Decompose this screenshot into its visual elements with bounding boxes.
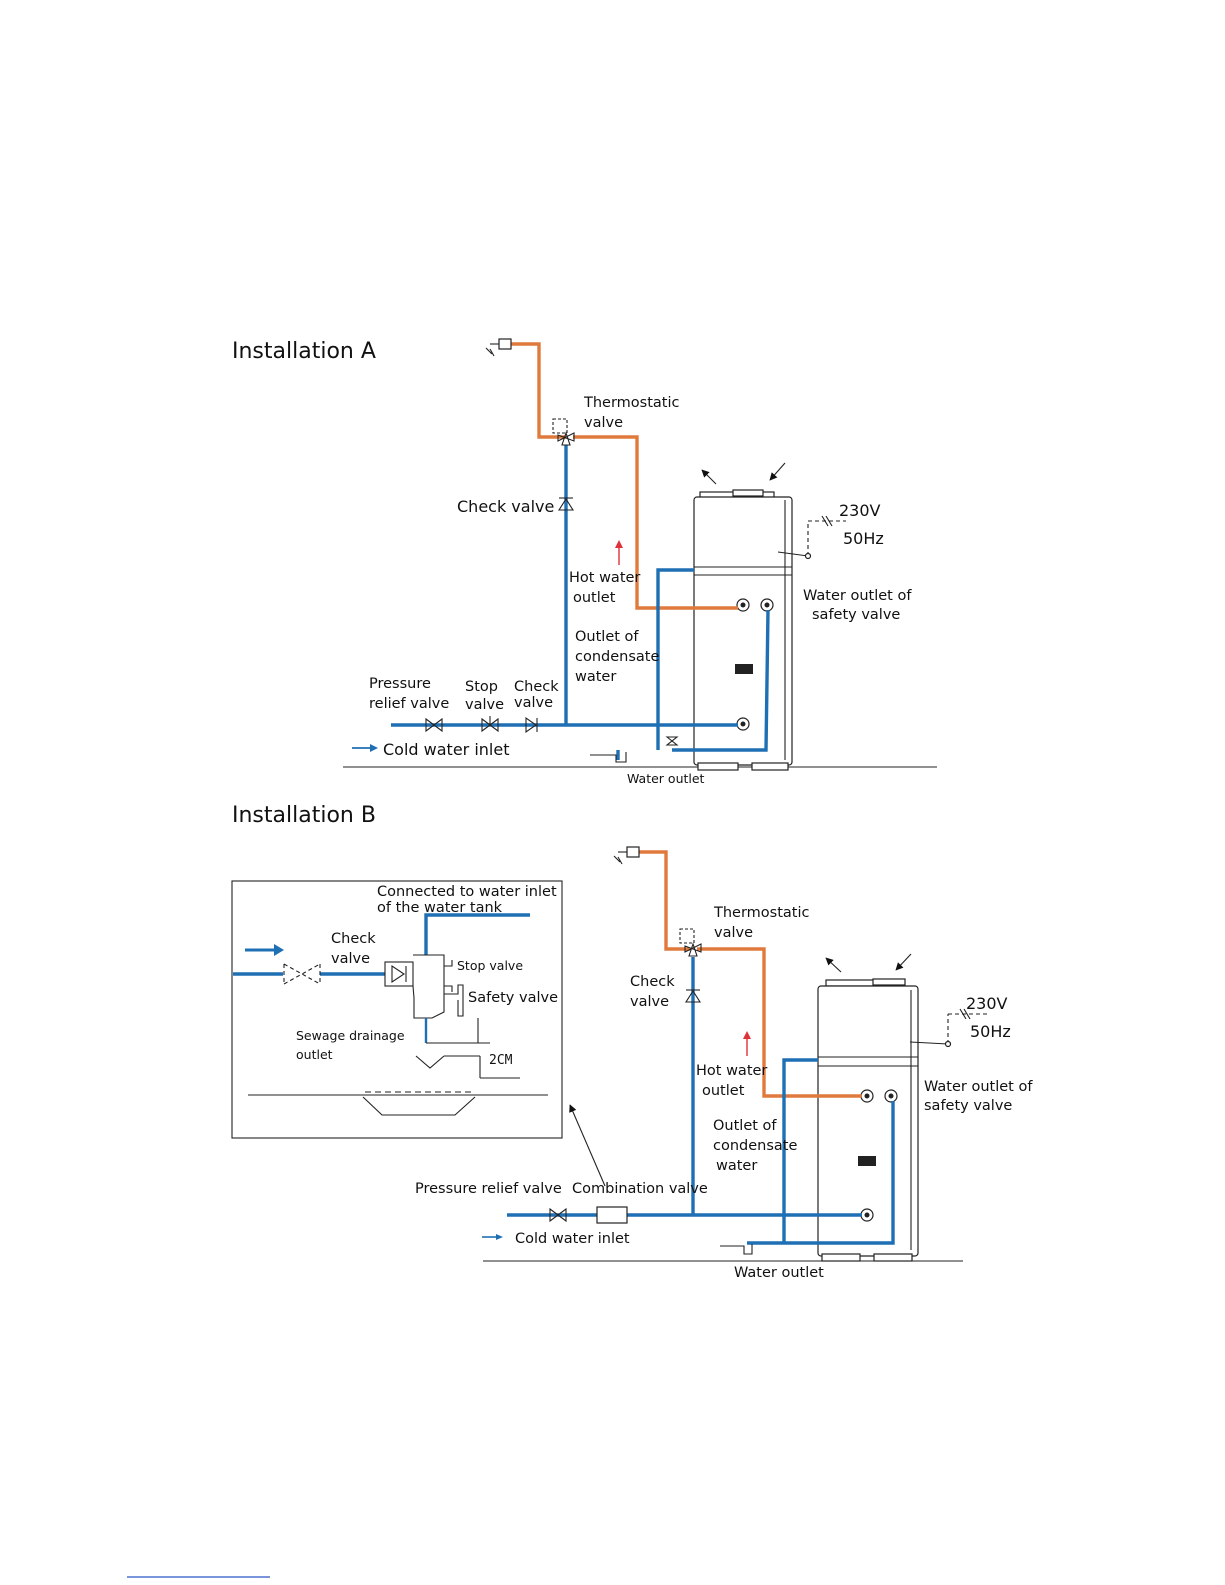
inset-check-valve-icon [384,961,414,987]
label-b-thermostatic-2: valve [714,925,753,941]
label-b-power-hz: 50Hz [970,1022,1011,1041]
label-b-condensate-1: Outlet of [713,1118,777,1134]
label-b-combination: Combination valve [572,1181,708,1197]
thermostatic-valve-icon-b [679,928,702,957]
label-b-condensate-3: water [716,1158,757,1174]
label-a-condensate-3: water [575,669,616,685]
inset-stop-label: Stop valve [457,958,523,973]
label-a-safety-outlet-1: Water outlet of [803,588,912,604]
label-b-check-1: Check [630,974,675,990]
drain-trap [590,752,627,763]
condensate-pipe [656,568,694,750]
safety-drain-pipe-b [747,1101,895,1245]
check-valve-riser-icon-b [684,989,702,1003]
safety-drain-pipe [672,609,770,752]
inset-safety-label: Safety valve [468,990,558,1006]
installation-b: Installation B Connec [231,803,1033,1281]
label-a-water-outlet: Water outlet [627,771,705,786]
label-a-check-inlet-2: valve [514,695,553,711]
installation-a: Installation A [232,338,937,786]
label-a-cold-inlet: Cold water inlet [383,740,509,759]
label-b-hot-outlet-2: outlet [702,1083,745,1099]
faucet-icon [485,338,512,357]
label-a-hot-outlet-1: Hot water [569,570,640,586]
thermostatic-valve-icon [552,418,575,446]
label-b-hot-outlet-1: Hot water [696,1063,767,1079]
hot-pipe-from-tank [573,435,738,610]
label-b-thermostatic-1: Thermostatic [713,905,810,921]
combination-valve-icon [596,1206,628,1224]
inset-relief-valve-icon [283,963,321,985]
label-b-water-outlet: Water outlet [734,1265,824,1281]
stop-valve-icon [481,716,499,733]
label-a-power-v: 230V [839,501,881,520]
hot-pipe-from-tank-b [697,947,862,1098]
label-b-power-v: 230V [966,994,1008,1013]
check-valve-riser-icon [557,497,575,511]
label-b-cold-inlet: Cold water inlet [515,1231,630,1247]
label-a-condensate-1: Outlet of [575,629,639,645]
air-in-arrow-icon-b [895,953,912,971]
faucet-icon-b [613,846,640,865]
pressure-relief-valve-icon-b [549,1207,567,1223]
label-a-pressure-relief-2: relief valve [369,696,449,712]
inset-sewage-label-2: outlet [296,1047,333,1062]
air-out-arrow-icon-b [825,957,842,973]
label-b-condensate-2: condensate [713,1138,797,1154]
inset-sewage-label-1: Sewage drainage [296,1028,405,1043]
label-a-stop-1: Stop [465,679,498,695]
hot-pipe-to-faucet-b [639,850,690,951]
label-a-thermostatic-2: valve [584,415,623,431]
installation-a-title: Installation A [232,339,376,364]
inset-check-label-2: valve [331,951,370,967]
label-a-check-valve: Check valve [457,497,554,516]
safety-drain-valve-icon [665,736,679,746]
label-a-check-inlet-1: Check [514,679,559,695]
inset-pointer-arrow-icon [569,1104,606,1187]
condensate-pipe-b [782,1058,818,1243]
inset-valve-body [412,954,445,1019]
drain-trap-b [720,1244,753,1255]
label-a-power-hz: 50Hz [843,529,884,548]
inset-gap-label: 2CM [489,1053,513,1068]
hot-pipe-to-faucet [511,342,566,439]
label-a-safety-outlet-2: safety valve [812,607,900,623]
air-in-arrow-icon [769,462,786,481]
label-b-check-2: valve [630,994,669,1010]
inset-connected-label-2: of the water tank [377,900,503,916]
label-a-pressure-relief-1: Pressure [369,676,431,692]
label-a-condensate-2: condensate [575,649,659,665]
air-out-arrow-icon [701,469,717,485]
pressure-relief-valve-icon [425,717,443,733]
label-a-hot-outlet-2: outlet [573,590,616,606]
label-b-safety-outlet-2: safety valve [924,1098,1012,1114]
combination-valve-detail-inset: Connected to water inlet of the water ta… [231,880,563,1139]
inset-connected-label-1: Connected to water inlet [377,884,557,900]
inset-check-label-1: Check [331,931,376,947]
label-b-safety-outlet-1: Water outlet of [924,1079,1033,1095]
label-b-pressure-relief: Pressure relief valve [415,1181,562,1197]
label-a-stop-2: valve [465,697,504,713]
check-valve-inlet-icon [525,716,538,734]
installation-b-title: Installation B [232,803,376,828]
label-a-thermostatic-1: Thermostatic [583,395,680,411]
